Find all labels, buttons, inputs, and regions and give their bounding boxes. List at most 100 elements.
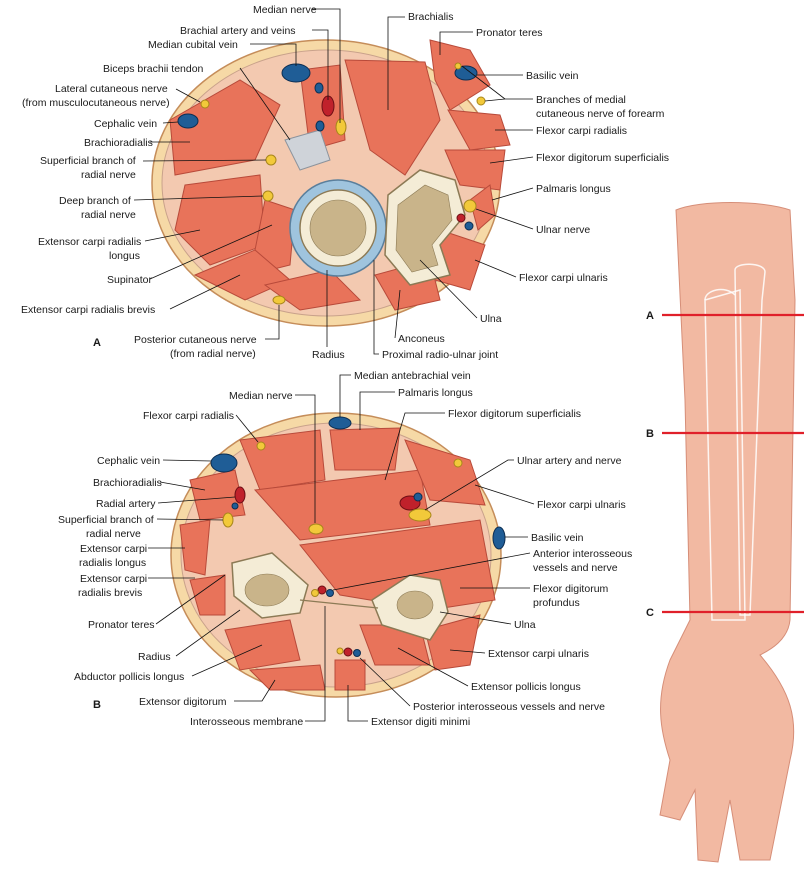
label-palmaris-longus-a: Palmaris longus <box>536 183 611 195</box>
label-brachioradialis-b: Brachioradialis <box>93 477 162 489</box>
fcr-nerve-b <box>256 441 266 451</box>
label-basilic-vein-a: Basilic vein <box>526 70 579 82</box>
ulnar-vein-b <box>413 492 423 502</box>
basilic-vein-b <box>492 526 506 550</box>
label-ulna-a: Ulna <box>480 313 502 325</box>
ulnar-nerve-b <box>408 508 432 522</box>
lateral-cutaneous-nerve-a <box>200 99 210 109</box>
label-medial-cutaneous-a: Branches of medial <box>536 94 626 106</box>
label-radioulnar-joint-a: Proximal radio-ulnar joint <box>382 349 498 361</box>
posterior-interosseous-vein-b <box>353 649 361 657</box>
flexor-carpi-radialis-a <box>447 109 511 151</box>
label-apl-b: Abductor pollicis longus <box>74 671 184 683</box>
ecrb-b <box>189 574 226 616</box>
label-fcu-b: Flexor carpi ulnaris <box>537 499 626 511</box>
panel-b-cross-section <box>170 412 506 698</box>
radius-marrow-a <box>309 199 367 257</box>
biceps-brachii-tendon-a <box>284 129 331 171</box>
label-ulnar-nerve-a: Ulnar nerve <box>536 224 590 236</box>
label-ulna-b: Ulna <box>514 619 536 631</box>
interosseous-membrane-b <box>299 599 379 609</box>
posterior-cutaneous-nerve-a <box>272 295 286 305</box>
ulnar-vein-a <box>464 221 474 231</box>
label-extensor-digitorum-b: Extensor digitorum <box>139 696 227 708</box>
label-ecrl-b: Extensor carpi <box>80 543 147 555</box>
median-nerve-b <box>308 523 324 535</box>
anterior-interosseous-vein-b <box>326 589 334 597</box>
label-deep-radial-a: Deep branch of <box>59 195 131 207</box>
label-median-nerve-b: Median nerve <box>229 390 293 402</box>
panel-a-letter: A <box>93 337 101 349</box>
arm-illustration: A B C <box>646 202 804 863</box>
radius-outline <box>704 289 746 621</box>
median-cubital-vein-a <box>281 63 311 83</box>
anterior-interosseous-artery-b <box>317 585 327 595</box>
level-letter-c: C <box>646 607 654 619</box>
brachial-vein-1-a <box>314 82 324 94</box>
fcu-b <box>404 439 486 506</box>
label-ecu-b: Extensor carpi ulnaris <box>488 648 589 660</box>
extensor-carpi-radialis-longus-a <box>174 174 266 266</box>
label-ecrb-sub-b: radialis brevis <box>78 587 142 599</box>
label-radial-artery-b: Radial artery <box>96 498 156 510</box>
extensor-digitorum-b <box>248 664 326 691</box>
label-lateral-cutaneous-sub-a: (from musculocutaneous nerve) <box>22 97 170 109</box>
ulnar-artery-a <box>456 213 466 223</box>
radial-vein-b <box>231 502 239 510</box>
panel-a-cross-section <box>151 39 511 327</box>
brachialis-a <box>344 59 441 176</box>
label-brachialis-a: Brachialis <box>408 11 454 23</box>
deep-radial-nerve-a <box>262 190 274 202</box>
label-radius-a: Radius <box>312 349 345 361</box>
cephalic-vein-b <box>210 453 238 473</box>
label-posterior-interosseous-b: Posterior interosseous vessels and nerve <box>413 701 605 713</box>
label-fcr-b: Flexor carpi radialis <box>143 410 234 422</box>
median-nerve-a <box>335 118 347 136</box>
label-post-cutaneous-a: Posterior cutaneous nerve <box>134 334 257 346</box>
level-letter-a: A <box>646 310 654 322</box>
panel-a-labels: Median nerve Brachial artery and veins M… <box>21 4 669 361</box>
label-fdp-sub-b: profundus <box>533 597 580 609</box>
panel-b-letter: B <box>93 699 101 711</box>
palmaris-longus-b <box>329 427 401 471</box>
posterior-extensor-a <box>263 269 362 311</box>
label-flexor-carpi-radialis-a: Flexor carpi radialis <box>536 125 627 137</box>
medial-cutaneous-b <box>453 458 463 468</box>
label-median-cubital-vein-a: Median cubital vein <box>148 39 238 51</box>
posterior-interosseous-nerve-b <box>336 647 344 655</box>
brachioradialis-a <box>169 79 281 176</box>
fdp-b <box>299 519 496 611</box>
label-superficial-radial-a: Superficial branch of <box>40 155 136 167</box>
median-antebrachial-vein-b <box>328 416 352 430</box>
label-ecrl-sub-a: longus <box>109 250 140 262</box>
label-ecrl-a: Extensor carpi radialis <box>38 236 141 248</box>
fds-b <box>253 469 431 541</box>
label-ecrb-a: Extensor carpi radialis brevis <box>21 304 155 316</box>
label-epl-b: Extensor pollicis longus <box>471 681 581 693</box>
label-pronator-teres-a: Pronator teres <box>476 27 543 39</box>
label-cephalic-vein-a: Cephalic vein <box>94 118 157 130</box>
label-brachial-artery-a: Brachial artery and veins <box>180 25 296 37</box>
label-basilic-vein-b: Basilic vein <box>531 532 584 544</box>
label-ecrb-b: Extensor carpi <box>80 573 147 585</box>
label-edm-b: Extensor digiti minimi <box>371 716 470 728</box>
ecrl-b <box>179 519 211 576</box>
ulna-outline <box>734 263 766 616</box>
ulna-marrow-a <box>395 184 453 273</box>
label-ulnar-artery-nerve-b: Ulnar artery and nerve <box>517 455 622 467</box>
radius-marrow-b <box>244 573 290 607</box>
label-post-cutaneous-sub-a: (from radial nerve) <box>170 348 256 360</box>
label-pronator-teres-b: Pronator teres <box>88 619 155 631</box>
brachial-vein-2-a <box>315 120 325 132</box>
superficial-radial-nerve-a <box>265 154 277 166</box>
posterior-interosseous-artery-b <box>343 647 353 657</box>
label-fds-b: Flexor digitorum superficialis <box>448 408 581 420</box>
label-median-antebrachial-b: Median antebrachial vein <box>354 370 471 382</box>
panel-b-labels: Median antebrachial vein Median nerve Pa… <box>58 370 632 728</box>
edm-b <box>334 659 366 691</box>
label-interosseous-membrane-b: Interosseous membrane <box>190 716 303 728</box>
label-palmaris-longus-b: Palmaris longus <box>398 387 473 399</box>
label-anterior-interosseous-sub-b: vessels and nerve <box>533 562 618 574</box>
flexor-digitorum-superficialis-a <box>444 149 506 191</box>
